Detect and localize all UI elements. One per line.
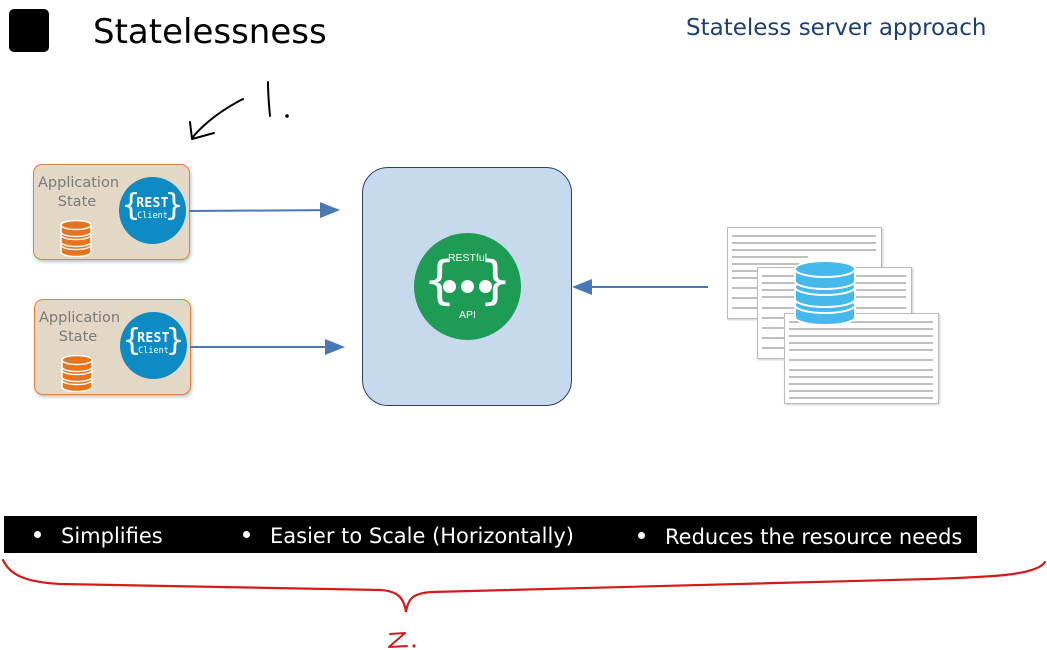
- benefit-item: Simplifies: [34, 524, 163, 548]
- handdrawn-red-brace: [1, 558, 1047, 613]
- bullet-dot-icon: [638, 531, 645, 539]
- database-icon: [794, 260, 856, 326]
- rest-client-sub: Client: [137, 211, 168, 221]
- restful-api-badge: RESTful { } API: [414, 233, 521, 340]
- api-dot-icon: [461, 280, 474, 293]
- application-state-label: Application State: [39, 309, 121, 347]
- slide-title: Statelessness: [93, 12, 327, 52]
- bullet-dot-icon: [243, 530, 250, 538]
- rest-word: REST: [136, 196, 169, 211]
- application-label-line1: Application: [38, 175, 120, 191]
- client1-to-server-arrow: [188, 202, 340, 219]
- api-dot-icon: [479, 280, 492, 293]
- slide-logo-square: [9, 9, 49, 52]
- database-icon: [60, 220, 92, 257]
- application-state-label: Application State: [38, 174, 120, 212]
- benefit-item: Reduces the resource needs: [638, 525, 962, 549]
- right-brace-icon: }: [164, 188, 183, 223]
- database-icon: [61, 355, 93, 392]
- bullet-dot-icon: [34, 530, 41, 538]
- benefit-text: Easier to Scale (Horizontally): [270, 524, 574, 548]
- api-dot-icon: [443, 280, 456, 293]
- form-document: [784, 313, 939, 404]
- api-badge-bottom-label: API: [459, 309, 476, 321]
- rest-client-badge: { } REST Client: [120, 312, 187, 379]
- api-badge-top-label: RESTful: [447, 252, 488, 264]
- handdrawn-red-dot: [412, 644, 416, 648]
- handdrawn-mark-one: [267, 81, 271, 117]
- right-brace-icon: }: [165, 323, 184, 358]
- application-label-line1: Application: [39, 310, 121, 326]
- handdrawn-arrowhead: [189, 121, 215, 140]
- benefits-bar: Simplifies Easier to Scale (Horizontally…: [4, 516, 977, 553]
- slide-subtitle: Stateless server approach: [686, 15, 987, 41]
- application-label-line2: State: [58, 329, 98, 345]
- rest-client-badge: { } REST Client: [119, 177, 186, 244]
- rest-word: REST: [137, 331, 170, 346]
- application-label-line2: State: [57, 194, 97, 210]
- client-application-box: Application State { } REST Client: [34, 299, 191, 395]
- handdrawn-red-mark-two: [388, 632, 408, 648]
- handdrawn-arrow: [191, 98, 244, 139]
- benefit-text: Reduces the resource needs: [665, 525, 963, 549]
- left-brace-icon: {: [123, 323, 142, 358]
- left-brace-icon: {: [122, 188, 141, 223]
- handdrawn-dot: [285, 114, 289, 118]
- benefit-item: Easier to Scale (Horizontally): [243, 524, 574, 548]
- benefit-text: Simplifies: [61, 524, 163, 548]
- client-application-box: Application State { } REST Client: [33, 164, 190, 260]
- rest-client-sub: Client: [138, 346, 169, 356]
- form-lines: [789, 321, 933, 399]
